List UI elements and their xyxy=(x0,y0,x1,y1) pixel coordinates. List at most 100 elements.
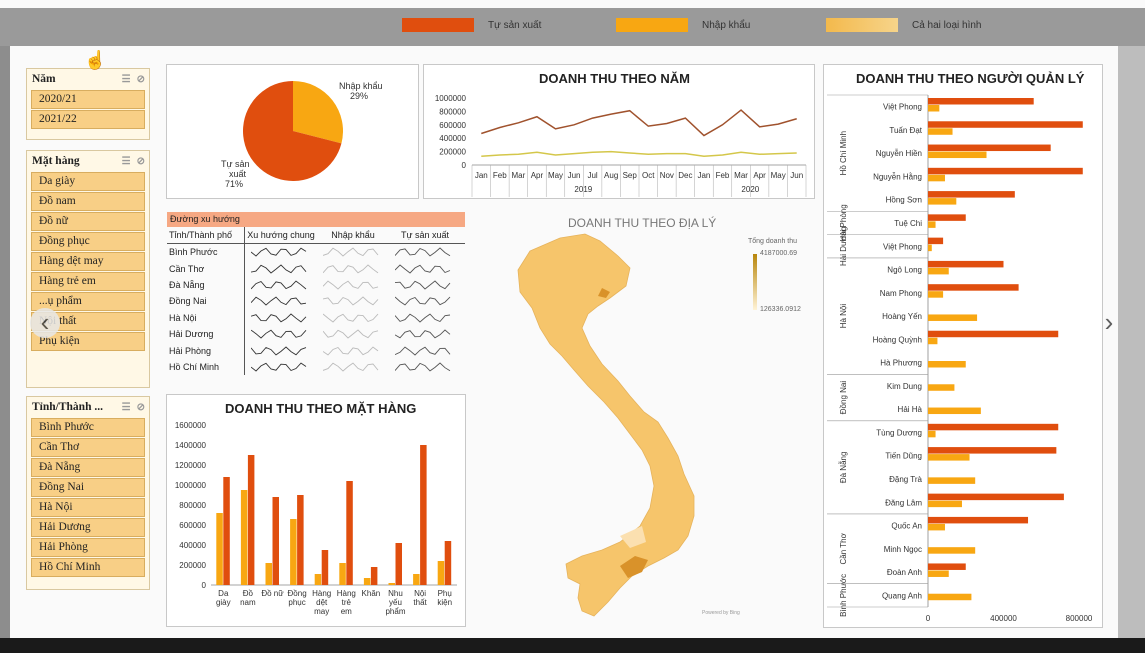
x-tick-label: Nov xyxy=(660,171,674,180)
sparkline-path xyxy=(323,280,379,290)
slicer-item[interactable]: Đồng phục xyxy=(31,232,145,251)
clear-filter-icon[interactable]: ⊘ xyxy=(136,155,145,167)
province-name: Đồng Nai xyxy=(167,293,245,310)
sparkline xyxy=(251,296,307,306)
sparkline xyxy=(323,362,379,372)
y-tick-label: Việt Phong xyxy=(883,242,922,251)
trend-row: Đồng Nai xyxy=(167,293,465,310)
vietnam-map[interactable] xyxy=(470,206,816,626)
sparkline xyxy=(323,329,379,339)
slicer-item[interactable]: Hà Nội xyxy=(31,498,145,517)
clear-filter-icon[interactable]: ⊘ xyxy=(136,401,145,413)
multi-select-icon[interactable]: ☰ xyxy=(121,401,131,413)
sparkline xyxy=(395,329,451,339)
slicer-year: Năm ☰⊘ 2020/21 2021/22 xyxy=(26,68,150,140)
y-tick-label: 800000 xyxy=(439,107,466,116)
sparkline-cell xyxy=(317,260,389,276)
y-tick-label: 1600000 xyxy=(175,421,207,430)
slicer-item[interactable]: Đà Nẵng xyxy=(31,458,145,477)
slicer-item[interactable]: Đồng Nai xyxy=(31,478,145,497)
slicer-product: Mặt hàng ☰ ⊘ Da giày Đồ nam Đồ nữ Đồng ph… xyxy=(26,150,150,388)
country-shape xyxy=(517,233,695,617)
prev-page-button[interactable]: ‹ xyxy=(30,308,60,338)
sparkline xyxy=(323,313,379,323)
column-header: Nhập khẩu xyxy=(331,230,375,240)
hand-cursor-icon: ☝ xyxy=(84,50,107,70)
bar xyxy=(928,361,966,368)
sparkline xyxy=(395,346,451,356)
y-tick-label: 0 xyxy=(202,581,207,590)
bar xyxy=(928,291,944,298)
multi-select-icon[interactable]: ☰ xyxy=(121,73,131,85)
group-label: Hà Nội xyxy=(839,304,848,329)
x-tick-label: Apr xyxy=(531,171,544,180)
slicer-item[interactable]: Da giày xyxy=(31,172,145,191)
y-tick-label: 600000 xyxy=(439,121,466,130)
slicer-item[interactable]: 2021/22 xyxy=(31,110,145,129)
map-legend-title: Tổng doanh thu xyxy=(748,238,798,245)
bar xyxy=(346,481,353,585)
x-tick-label: Khăn xyxy=(362,589,381,598)
slicer-item[interactable]: Cần Thơ xyxy=(31,438,145,457)
map-legend-min: 126336.0912 xyxy=(760,306,801,313)
x-tick-label: Jun xyxy=(568,171,581,180)
trend-row: Hải Dương xyxy=(167,325,465,343)
slicer-item[interactable]: Hàng dệt may xyxy=(31,252,145,271)
legend-label: Cả hai loại hình xyxy=(912,19,982,31)
slicer-item[interactable]: Hồ Chí Minh xyxy=(31,558,145,577)
x-tick-label: May xyxy=(771,171,786,180)
x-tick-label: Feb xyxy=(493,171,507,180)
bar xyxy=(928,244,932,252)
sparkline xyxy=(323,346,379,356)
series-line xyxy=(481,150,797,158)
map-title: DOANH THU THEO ĐỊA LÝ xyxy=(568,216,717,230)
sparkline-path xyxy=(323,346,379,356)
slicer-item[interactable]: Hải Phòng xyxy=(31,538,145,557)
y-tick-label: 200000 xyxy=(439,148,466,157)
next-page-button[interactable]: › xyxy=(1104,307,1114,337)
sparkline xyxy=(251,362,307,372)
x-group-label: 2019 xyxy=(574,185,592,194)
bar xyxy=(928,547,976,554)
x-tick-label: Đồ nữ xyxy=(261,589,284,598)
bar xyxy=(928,593,972,601)
slicer-item[interactable]: ...ụ phẩm xyxy=(31,292,145,311)
region-light xyxy=(620,526,646,548)
x-tick-label: Aug xyxy=(604,171,618,180)
x-tick-label: Mar xyxy=(734,171,748,180)
sparkline-path xyxy=(251,247,307,257)
x-tick-label: Da xyxy=(218,589,229,598)
multi-select-icon[interactable]: ☰ xyxy=(121,155,131,167)
group-label: Hồ Chí Minh xyxy=(839,131,848,175)
clear-filter-icon[interactable]: ⊘ xyxy=(136,73,145,85)
slicer-item[interactable]: Hàng trẻ em xyxy=(31,272,145,291)
group-label: Hải Phòng xyxy=(839,204,848,241)
y-tick-label: 400000 xyxy=(179,541,206,550)
bar xyxy=(370,567,378,585)
x-tick-label: phục xyxy=(288,598,305,607)
slicer-title: Mặt hàng xyxy=(32,155,80,167)
x-tick-label: Feb xyxy=(716,171,730,180)
sparkline-path xyxy=(395,313,451,323)
sparkline-path xyxy=(323,313,379,323)
x-tick-label: Jun xyxy=(790,171,803,180)
sparkline-cell xyxy=(389,260,461,276)
bar xyxy=(928,121,1083,128)
sparkline-cell xyxy=(389,310,461,326)
y-tick-label: Hoàng Yến xyxy=(882,312,922,321)
x-tick-label: Sep xyxy=(623,171,638,180)
y-tick-label: Kim Dung xyxy=(887,382,922,391)
x-tick-label: 400000 xyxy=(990,614,1017,623)
slicer-item[interactable]: Bình Phước xyxy=(31,418,145,437)
slicer-item[interactable]: Đồ nữ xyxy=(31,212,145,231)
slicer-item[interactable]: Phụ kiện xyxy=(31,332,145,351)
slicer-item[interactable]: Hải Dương xyxy=(31,518,145,537)
right-edge xyxy=(1118,46,1145,638)
pie-label: xuất xyxy=(229,169,247,179)
x-tick-label: Đồng xyxy=(288,589,307,598)
slicer-item[interactable]: Đồ nam xyxy=(31,192,145,211)
sparkline xyxy=(395,313,451,323)
slicer-item[interactable]: 2020/21 xyxy=(31,90,145,109)
